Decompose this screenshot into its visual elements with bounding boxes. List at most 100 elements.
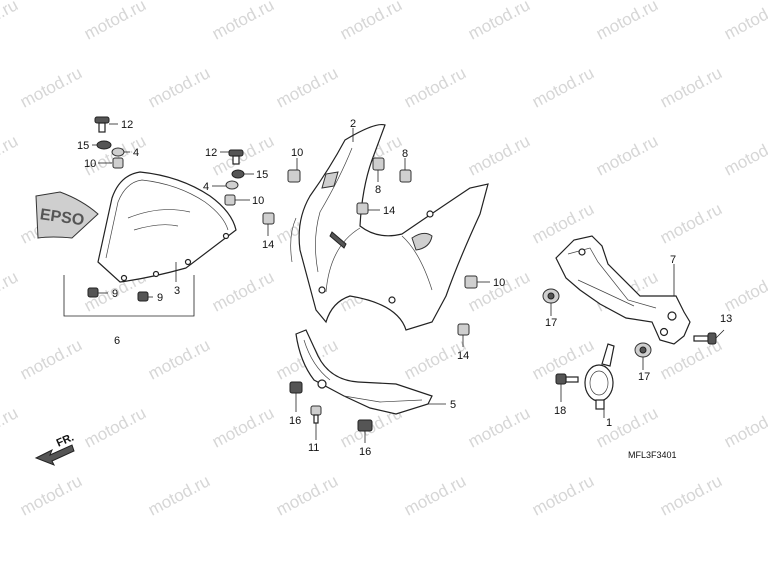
watermark-text: motod.ru bbox=[593, 403, 661, 451]
watermark-text: motod.ru bbox=[721, 403, 768, 451]
nut-9-b bbox=[137, 291, 149, 302]
epso-decal: EPSO bbox=[35, 191, 99, 239]
watermark-text: motod.ru bbox=[657, 199, 725, 247]
inner-panel bbox=[295, 329, 433, 415]
clip-8-a bbox=[372, 157, 385, 171]
watermark-text: motod.ru bbox=[721, 0, 768, 44]
watermark-text: motod.ru bbox=[17, 471, 85, 519]
cowl-stay bbox=[555, 235, 691, 345]
watermark-text: motod.ru bbox=[465, 267, 533, 315]
leader-lines bbox=[92, 123, 725, 443]
clip-14-right bbox=[457, 323, 470, 336]
watermark-text: motod.ru bbox=[209, 0, 277, 44]
watermark-text: motod.ru bbox=[17, 63, 85, 111]
watermark-text: motod.ru bbox=[465, 403, 533, 451]
watermark-text: motod.ru bbox=[465, 131, 533, 179]
callout-8-a: 8 bbox=[375, 184, 381, 196]
watermark-text: motod.ru bbox=[0, 0, 21, 44]
clip-14-left bbox=[262, 212, 275, 225]
well-nut-10-left bbox=[112, 157, 124, 169]
watermark-text: motod.ru bbox=[529, 63, 597, 111]
screw-11 bbox=[310, 405, 322, 424]
watermark-text: motod.ru bbox=[657, 471, 725, 519]
watermark-text: motod.ru bbox=[81, 0, 149, 44]
screw-12-left bbox=[94, 116, 110, 133]
clip-8-b bbox=[399, 169, 412, 183]
callout-14-left: 14 bbox=[262, 239, 274, 251]
watermark-text: motod.ru bbox=[721, 131, 768, 179]
watermark-text: motod.ru bbox=[0, 267, 21, 315]
decal-text: EPSO bbox=[39, 206, 85, 229]
watermark-text: motod.ru bbox=[0, 131, 21, 179]
grommet-17-b bbox=[634, 342, 652, 358]
well-nut-10-top bbox=[287, 169, 301, 183]
clip-16-right bbox=[357, 419, 373, 432]
callout-10-mid: 10 bbox=[252, 195, 264, 207]
callout-4-left: 4 bbox=[133, 147, 139, 159]
watermark-text: motod.ru bbox=[81, 403, 149, 451]
well-nut-10-mid bbox=[224, 194, 236, 206]
callout-9-a: 9 bbox=[112, 288, 118, 300]
bolt-18 bbox=[555, 373, 579, 385]
watermark-text: motod.ru bbox=[209, 403, 277, 451]
callout-4-mid: 4 bbox=[203, 181, 209, 193]
clip-14-center bbox=[356, 202, 369, 215]
callout-7: 7 bbox=[670, 254, 676, 266]
callout-16-left: 16 bbox=[289, 415, 301, 427]
watermark-text: motod.ru bbox=[401, 63, 469, 111]
diagram-code: MFL3F3401 bbox=[628, 450, 677, 460]
callout-10-top: 10 bbox=[291, 147, 303, 159]
callout-12-mid: 12 bbox=[205, 147, 217, 159]
watermark-text: motod.ru bbox=[657, 63, 725, 111]
watermark-text: motod.ru bbox=[17, 335, 85, 383]
watermark-text: motod.ru bbox=[529, 471, 597, 519]
callout-17-b: 17 bbox=[638, 371, 650, 383]
callout-9-b: 9 bbox=[157, 292, 163, 304]
callout-10-right: 10 bbox=[493, 277, 505, 289]
callout-1: 1 bbox=[606, 417, 612, 429]
watermark-text: motod.ru bbox=[145, 335, 213, 383]
grommet-17-a bbox=[542, 288, 560, 304]
washer-15-left bbox=[96, 140, 112, 150]
callout-13: 13 bbox=[720, 313, 732, 325]
callout-10-left: 10 bbox=[84, 158, 96, 170]
nut-4-mid bbox=[225, 180, 239, 190]
watermark-text: motod.ru bbox=[145, 63, 213, 111]
clip-16-left bbox=[289, 381, 303, 394]
well-nut-10-right bbox=[464, 275, 478, 289]
callout-3: 3 bbox=[174, 285, 180, 297]
nut-4-left bbox=[111, 147, 125, 157]
callout-16-right: 16 bbox=[359, 446, 371, 458]
front-direction-arrow: FR. bbox=[34, 431, 76, 466]
callout-14-center: 14 bbox=[383, 205, 395, 217]
horn bbox=[584, 343, 615, 410]
callout-2: 2 bbox=[350, 118, 356, 130]
washer-15-mid bbox=[231, 169, 245, 179]
callout-18: 18 bbox=[554, 405, 566, 417]
callout-labels: 12 15 4 10 9 9 3 6 12 15 4 10 14 10 2 8 … bbox=[77, 118, 732, 460]
callout-12-left: 12 bbox=[121, 119, 133, 131]
watermark-text: motod.ru bbox=[145, 471, 213, 519]
callout-8-b: 8 bbox=[402, 148, 408, 160]
windscreen bbox=[97, 171, 237, 283]
callout-11: 11 bbox=[308, 442, 319, 454]
watermark-text: motod.ru bbox=[0, 403, 21, 451]
watermark-text: motod.ru bbox=[401, 471, 469, 519]
watermark-text: motod.ru bbox=[721, 267, 768, 315]
callout-15-mid: 15 bbox=[256, 169, 268, 181]
screw-12-mid bbox=[228, 149, 244, 165]
watermark-text: motod.ru bbox=[273, 471, 341, 519]
watermark-text: motod.ru bbox=[465, 0, 533, 44]
bolt-13 bbox=[693, 332, 717, 345]
watermark-text: motod.ru bbox=[593, 0, 661, 44]
watermark-text: motod.ru bbox=[337, 0, 405, 44]
callout-17-a: 17 bbox=[545, 317, 557, 329]
callout-14-right: 14 bbox=[457, 350, 469, 362]
callout-5: 5 bbox=[450, 399, 456, 411]
watermark-text: motod.ru bbox=[273, 63, 341, 111]
callout-15-left: 15 bbox=[77, 140, 89, 152]
upper-cowl bbox=[290, 123, 489, 331]
watermark-text: motod.ru bbox=[593, 131, 661, 179]
